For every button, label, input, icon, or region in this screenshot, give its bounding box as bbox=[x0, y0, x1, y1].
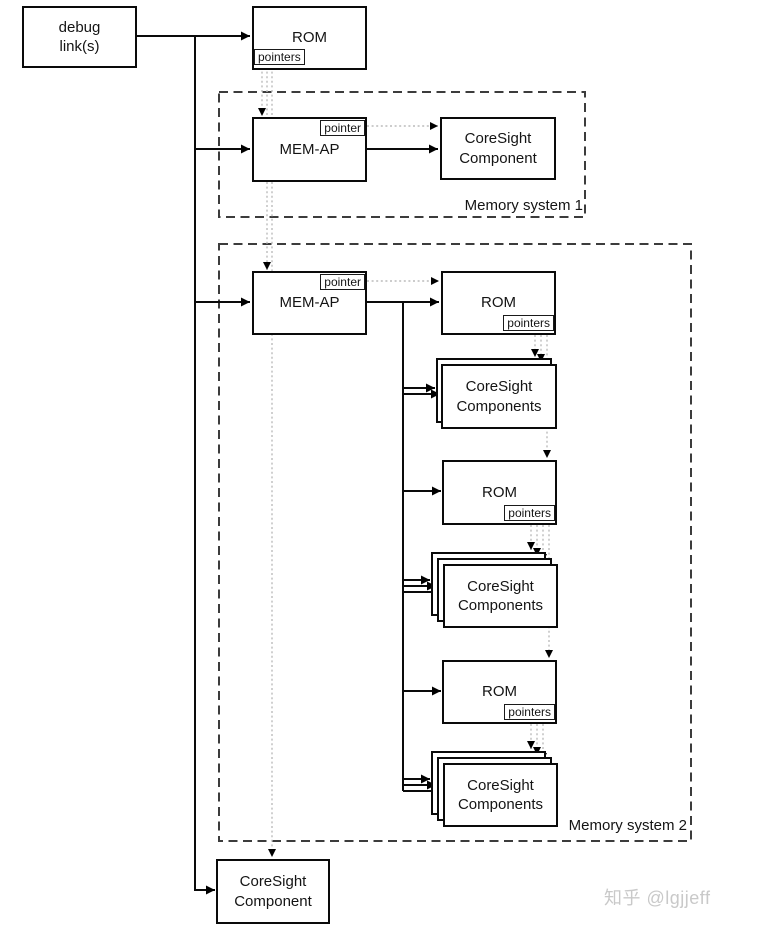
stack1-label-line2: Components bbox=[456, 397, 542, 415]
top-rom-box: ROM pointers bbox=[252, 6, 367, 70]
coresight-component-box-sys1: CoreSight Component bbox=[440, 117, 556, 180]
rom3-label: ROM bbox=[482, 683, 517, 701]
debug-link-label-line1: debug bbox=[58, 18, 101, 36]
coresight-components-stack-1: CoreSight Components bbox=[436, 358, 558, 430]
memap1-pointer-tag: pointer bbox=[320, 120, 365, 136]
top-rom-pointers-tag: pointers bbox=[254, 49, 305, 65]
stack3-label-line1: CoreSight bbox=[467, 776, 534, 794]
stack2-front-box: CoreSight Components bbox=[443, 564, 558, 628]
bottom-coresight-line1: CoreSight bbox=[239, 873, 307, 890]
rom2-box: ROM pointers bbox=[442, 460, 557, 525]
trunk-debug-to-bottom-component bbox=[194, 36, 215, 895]
memap2-box: MEM-AP pointer bbox=[252, 271, 367, 335]
rom1-box: ROM pointers bbox=[441, 271, 556, 335]
rom1-label: ROM bbox=[481, 294, 516, 312]
coresight-components-stack-2: CoreSight Components bbox=[431, 552, 559, 629]
rom2-label: ROM bbox=[482, 483, 517, 501]
stack1-front-box: CoreSight Components bbox=[441, 364, 557, 429]
debug-link-label-line2: link(s) bbox=[59, 38, 100, 55]
rom3-box: ROM pointers bbox=[442, 660, 557, 724]
memap2-label: MEM-AP bbox=[279, 294, 340, 312]
memap1-box: MEM-AP pointer bbox=[252, 117, 367, 182]
debug-link-box: debug link(s) bbox=[22, 6, 137, 68]
bottom-coresight-line2: Component bbox=[234, 892, 312, 910]
memory-system-1-label: Memory system 1 bbox=[464, 197, 583, 214]
memory-system-2-label: Memory system 2 bbox=[568, 817, 687, 834]
stack3-label-line2: Components bbox=[457, 796, 544, 813]
memory-system-2-dashed-border bbox=[218, 243, 692, 842]
stack1-label-line1: CoreSight bbox=[465, 378, 533, 395]
memory-system-1-dashed-border bbox=[218, 91, 586, 218]
zhihu-watermark: 知乎 @lgjjeff bbox=[604, 888, 711, 908]
rom1-pointers-tag: pointers bbox=[503, 315, 554, 331]
coresight-component-sys1-line2: Component bbox=[459, 149, 537, 167]
stack2-label-line2: Components bbox=[457, 597, 544, 614]
top-rom-label: ROM bbox=[292, 29, 327, 47]
bottom-coresight-component-box: CoreSight Component bbox=[216, 859, 330, 924]
stack2-label-line1: CoreSight bbox=[467, 577, 534, 595]
rom3-pointers-tag: pointers bbox=[504, 704, 555, 720]
stack3-front-box: CoreSight Components bbox=[443, 763, 558, 827]
coresight-components-stack-3: CoreSight Components bbox=[431, 751, 559, 828]
memap1-label: MEM-AP bbox=[279, 140, 340, 158]
memap2-pointer-tag: pointer bbox=[320, 274, 365, 290]
rom2-pointers-tag: pointers bbox=[504, 505, 555, 521]
coresight-component-sys1-line1: CoreSight bbox=[464, 130, 532, 147]
